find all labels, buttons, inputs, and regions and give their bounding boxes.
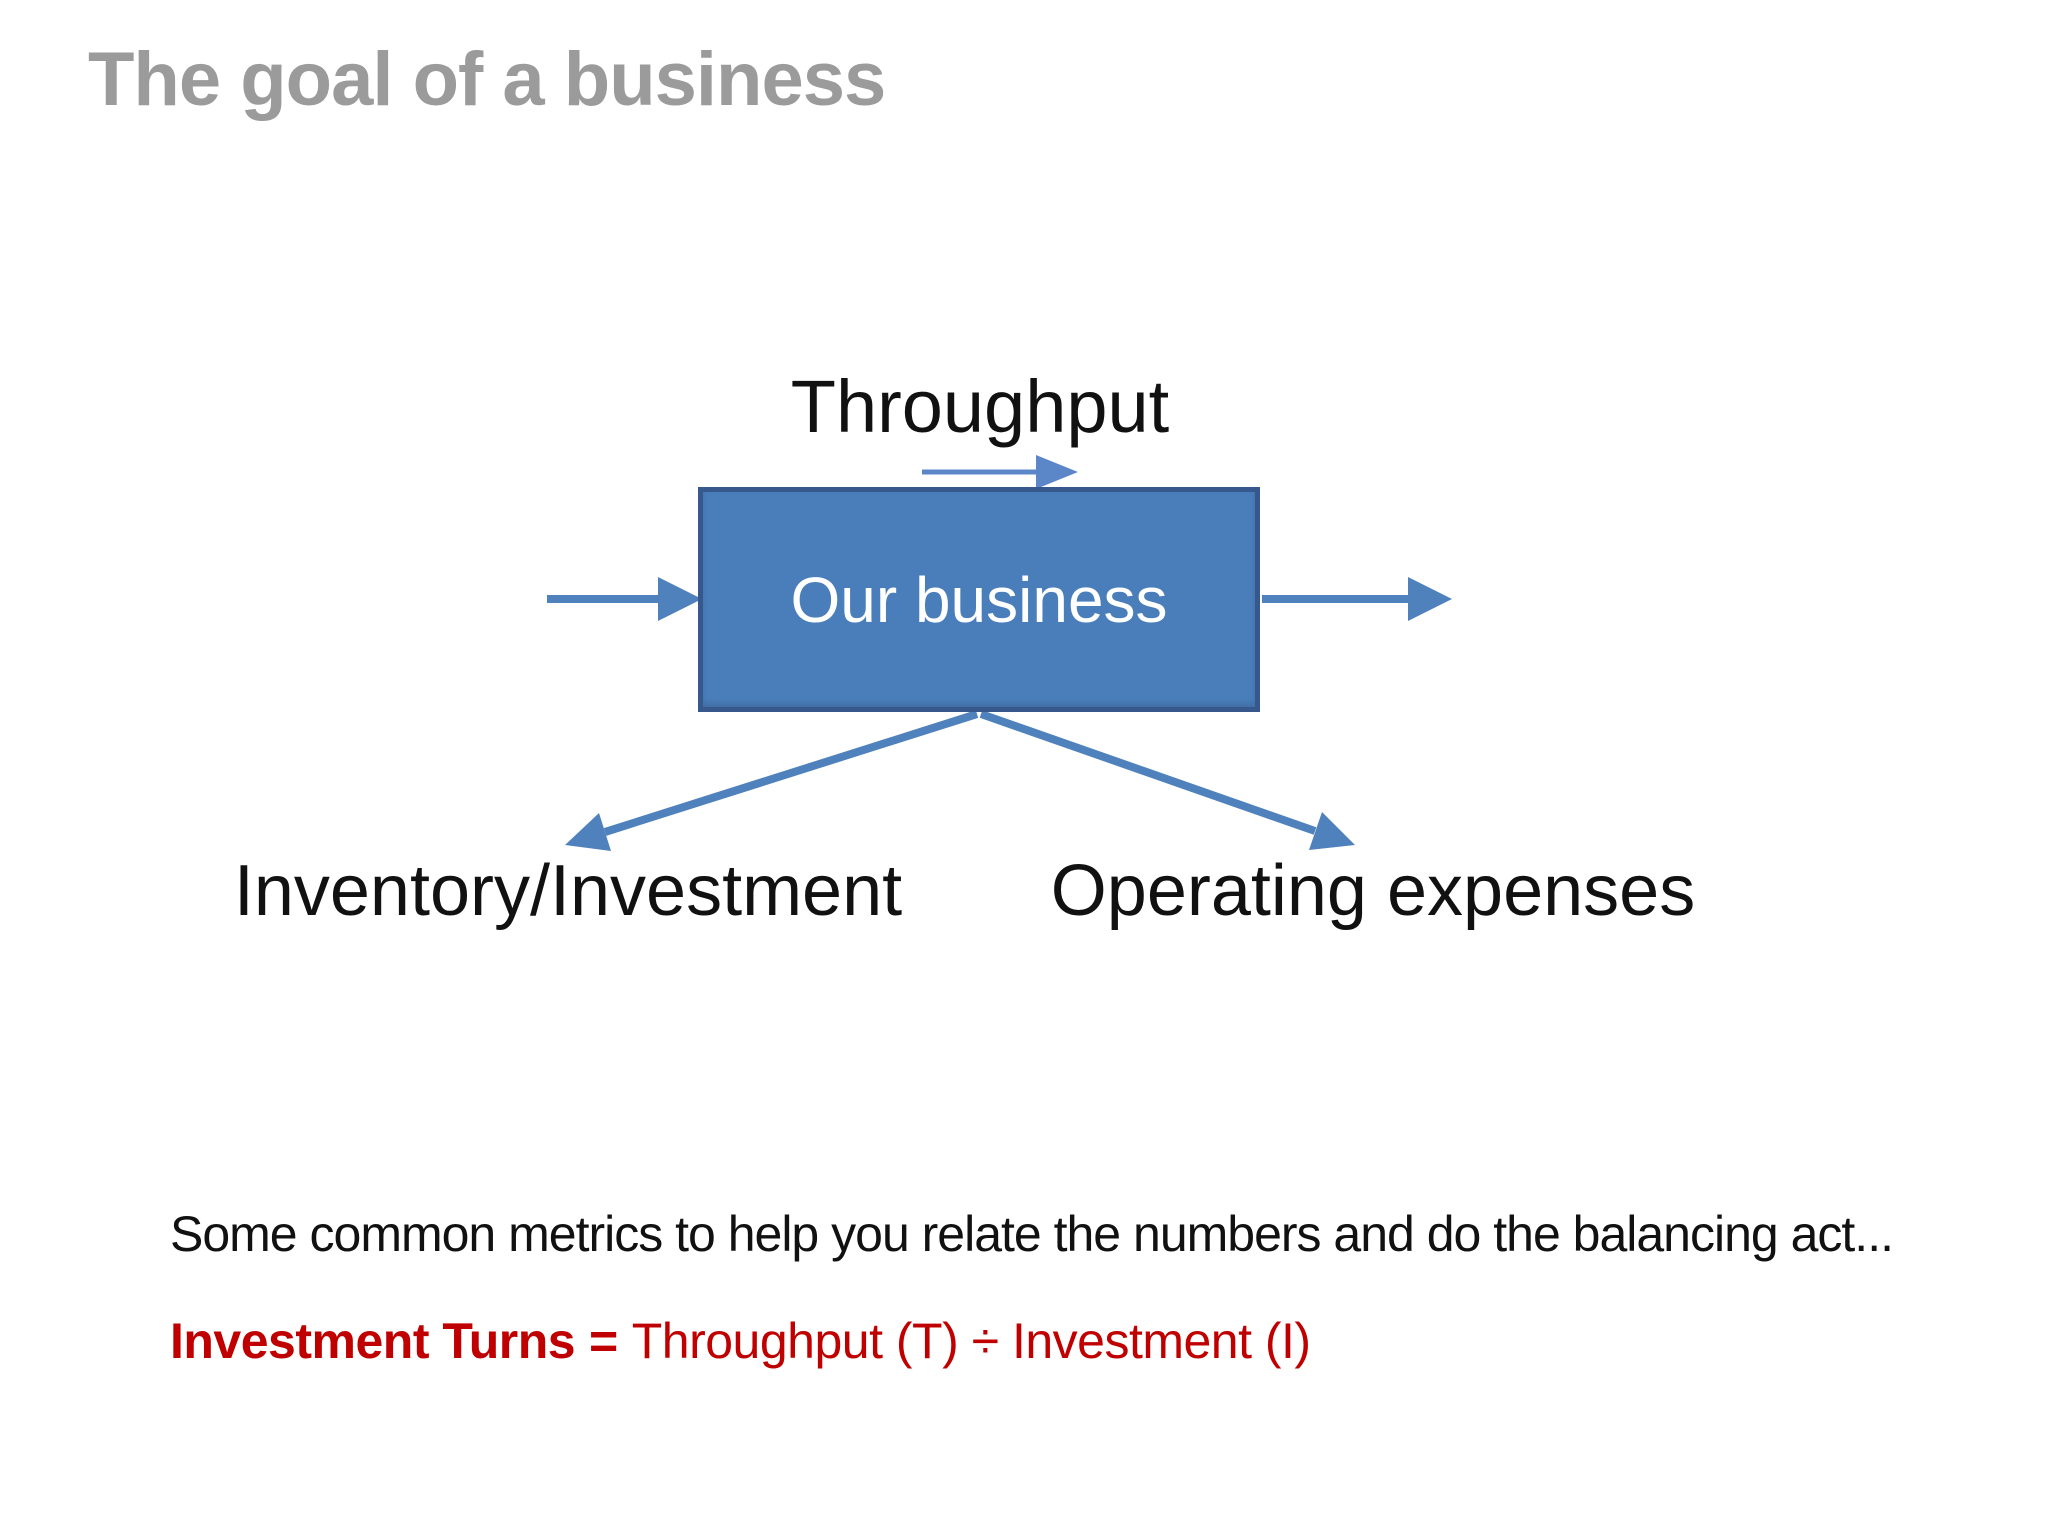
throughput-arrow-icon (922, 455, 1078, 489)
our-business-box-label: Our business (790, 563, 1168, 636)
expenses-arrow-icon (979, 710, 1355, 850)
our-business-box: Our business (698, 487, 1260, 712)
formula-expression: Throughput (T) ÷ Investment (I) (631, 1313, 1311, 1369)
output-arrow-icon (1262, 577, 1452, 621)
metrics-intro-text: Some common metrics to help you relate t… (170, 1206, 1894, 1262)
throughput-label: Throughput (790, 365, 1170, 448)
inventory-investment-label: Inventory/Investment (233, 851, 903, 931)
formula-term: Investment Turns (170, 1313, 576, 1369)
investment-turns-formula: Investment Turns=Throughput (T) ÷ Invest… (170, 1312, 1311, 1370)
formula-equals-sign: = (589, 1313, 618, 1369)
inventory-arrow-icon (565, 710, 979, 851)
operating-expenses-label: Operating expenses (1050, 851, 1696, 931)
input-arrow-icon (547, 577, 702, 621)
page-title: The goal of a business (88, 37, 886, 122)
